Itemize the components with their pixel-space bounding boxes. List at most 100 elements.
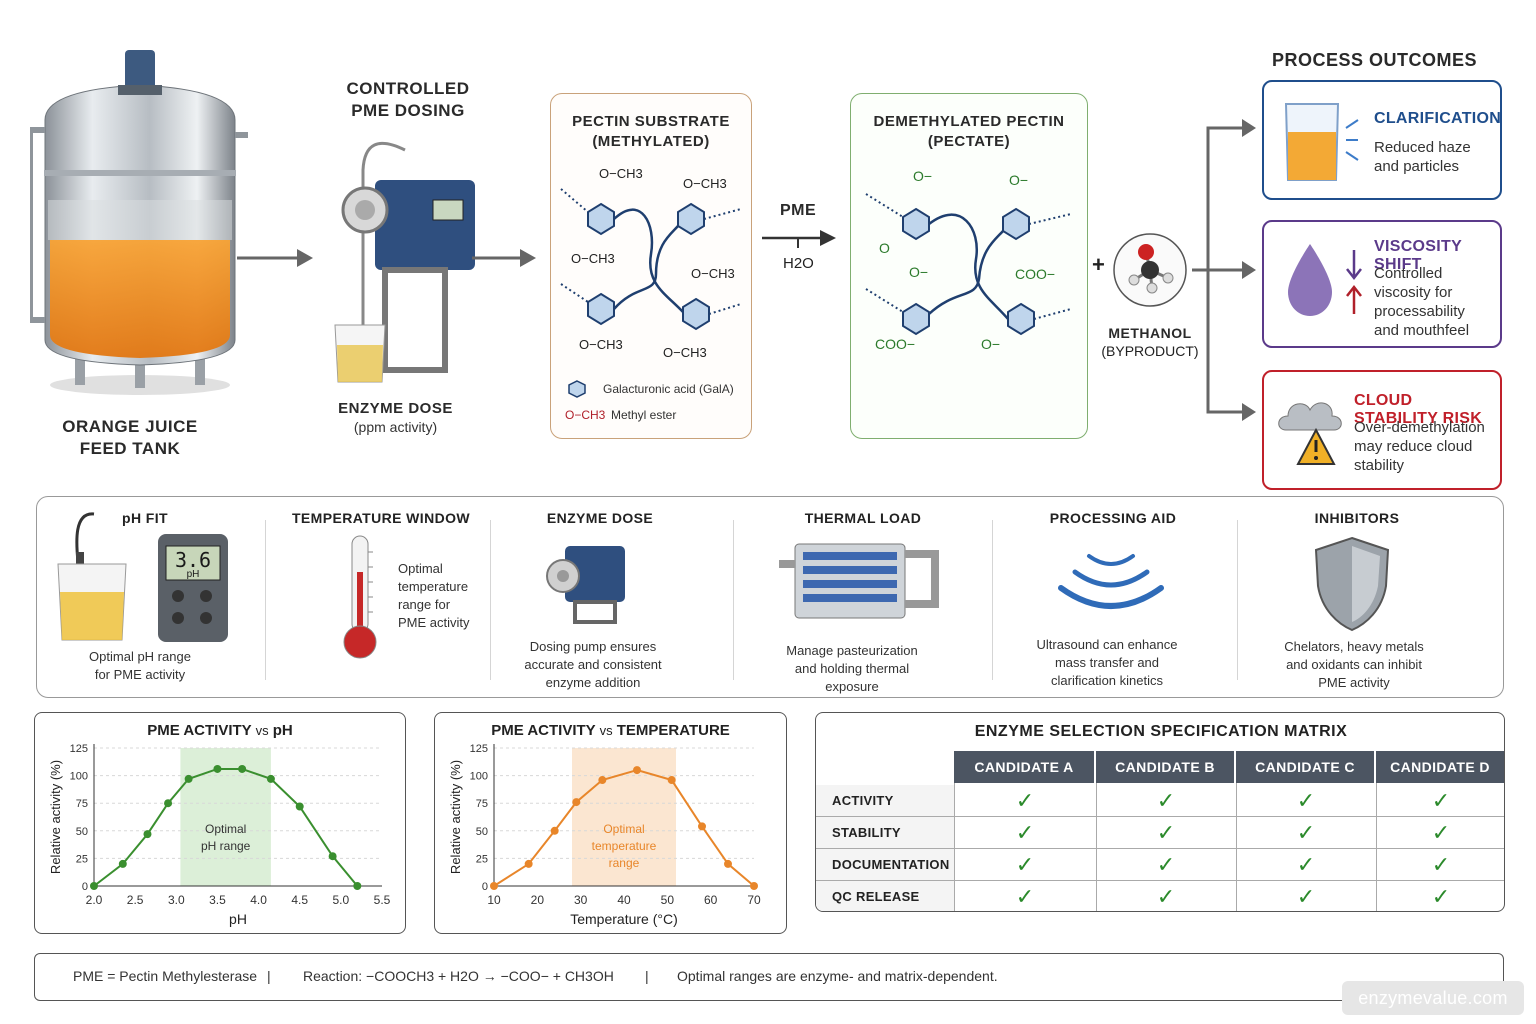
matrix-row-label: QC RELEASE — [816, 881, 954, 911]
factor-thermal-desc-line-2: and holding thermal — [794, 661, 910, 676]
o-label: O — [879, 240, 890, 256]
viscosity-desc-line-2: viscosity for — [1374, 284, 1453, 301]
demethyl-title-line-2: (PECTATE) — [927, 133, 1011, 150]
enzyme-selection-matrix: ENZYME SELECTION SPECIFICATION MATRIX CA… — [815, 712, 1505, 912]
data-point — [633, 766, 641, 775]
factor-temp-desc-line-2: temperature — [398, 579, 469, 594]
factor-divider-2 — [490, 520, 491, 680]
factor-dose-desc: Dosing pump ensures accurate and consist… — [500, 638, 686, 692]
legend-ester-symbol: O−CH3 — [565, 408, 606, 422]
matrix-check-cell: ✓ — [1156, 852, 1176, 877]
matrix-check-cell: ✓ — [1015, 884, 1035, 909]
factor-dose-title: ENZYME DOSE — [546, 510, 654, 526]
temp-chart-title: PME ACTIVITY vs TEMPERATURE — [434, 722, 787, 739]
temp-chart-title-tail: TEMPERATURE — [616, 722, 730, 739]
band-label: pH range — [201, 839, 251, 853]
matrix-column-header: CANDIDATE A — [954, 751, 1094, 783]
x-tick-label: 60 — [704, 893, 718, 907]
cloud-stability-desc-line-2: may reduce cloud — [1354, 438, 1473, 455]
band-label: Optimal — [603, 822, 644, 836]
x-tick-label: 20 — [531, 893, 545, 907]
factor-dose-desc-line-2: accurate and consistent — [524, 657, 662, 672]
dosing-pump-illustration — [334, 141, 475, 383]
matrix-column-header: CANDIDATE C — [1236, 751, 1374, 783]
matrix-row-label: ACTIVITY — [816, 785, 954, 817]
cloud-stability-title: CLOUD STABILITY RISK — [1354, 392, 1483, 427]
legend-ester: Methyl ester — [611, 408, 677, 422]
o-minus-label-3: O− — [909, 264, 929, 280]
ph-chart-title-vs: vs — [255, 723, 269, 738]
clarification-desc: Reduced haze and particles — [1374, 138, 1471, 176]
outcome-viscosity: VISCOSITY SHIFT Controlled viscosity for… — [1262, 220, 1502, 348]
matrix-row-divider — [816, 880, 1504, 881]
clarification-desc-line-1: Reduced haze — [1374, 139, 1471, 156]
data-point — [184, 774, 193, 783]
x-tick-label: 5.5 — [374, 893, 391, 907]
viscosity-title: VISCOSITY SHIFT — [1374, 238, 1462, 273]
data-point — [328, 852, 337, 861]
ph-meter-icon — [57, 512, 228, 642]
methanol-label-line-1: METHANOL — [1108, 325, 1192, 341]
cloud-stability-desc-line-1: Over-demethylation — [1354, 419, 1485, 436]
outcome-cloud-stability: CLOUD STABILITY RISK Over-demethylation … — [1262, 370, 1502, 490]
data-point — [550, 826, 559, 835]
y-tick-label: 50 — [76, 826, 88, 838]
och3-label-6: O−CH3 — [663, 345, 707, 360]
x-tick-label: 40 — [617, 893, 631, 907]
matrix-check-cell: ✓ — [1015, 852, 1035, 877]
x-tick-label: 4.0 — [250, 893, 267, 907]
x-tick-label: 5.0 — [333, 893, 350, 907]
matrix-check-cell: ✓ — [1296, 852, 1316, 877]
matrix-column-divider — [1376, 783, 1377, 911]
outcome-branch-arrows — [1192, 119, 1256, 421]
y-tick-label: 125 — [470, 743, 488, 755]
o-minus-label-4: O− — [981, 336, 1001, 352]
factor-temp-desc-line-3: range for — [398, 597, 451, 612]
och3-label-4: O−CH3 — [691, 266, 735, 281]
och3-label-5: O−CH3 — [579, 337, 623, 352]
data-point — [698, 822, 706, 831]
enzyme-dose-label: ENZYME DOSE (ppm activity) — [318, 400, 473, 435]
matrix-check-cell: ✓ — [1015, 820, 1035, 845]
matrix-column-divider — [1096, 783, 1097, 911]
matrix-column-header: CANDIDATE D — [1376, 751, 1504, 783]
factor-thermal-desc-line-3: exposure — [825, 679, 879, 694]
ph-meter-unit: pH — [186, 569, 200, 580]
demethylated-pectin-card: DEMETHYLATED PECTIN (PECTATE) O− O− O O−… — [850, 93, 1088, 439]
factor-dose-desc-line-3: enzyme addition — [545, 675, 641, 690]
factor-ph-desc: Optimal pH range for PME activity — [60, 648, 220, 684]
factor-temp-desc-line-1: Optimal — [398, 561, 443, 576]
pme-reaction-arrow — [762, 230, 836, 248]
data-point — [572, 798, 581, 807]
data-point — [295, 802, 304, 811]
data-point — [213, 764, 222, 773]
matrix-row-label: STABILITY — [816, 817, 954, 849]
y-tick-label: 25 — [76, 853, 88, 865]
matrix-check-cell: ✓ — [1156, 788, 1176, 813]
pectate-structure — [865, 193, 1072, 336]
beaker-icon — [1284, 103, 1359, 181]
matrix-check-cell: ✓ — [1431, 788, 1451, 813]
tank-label: ORANGE JUICE FEED TANK — [40, 416, 220, 460]
y-tick-label: 125 — [70, 743, 88, 755]
factors-panel — [36, 496, 1504, 698]
factor-temp-title: TEMPERATURE WINDOW — [291, 510, 471, 526]
optimal-band — [180, 748, 271, 886]
coo-minus-label-2: COO− — [875, 336, 916, 352]
factor-ph-title: pH FIT — [122, 510, 168, 526]
data-point — [238, 764, 247, 773]
footer-reaction: Reaction: −COOCH3 + H2O → −COO− + CH3OH — [303, 968, 614, 984]
flow-arrow-1 — [237, 249, 313, 267]
data-point — [490, 882, 498, 890]
y-tick-label: 75 — [76, 798, 88, 810]
y-tick-label: 50 — [476, 826, 488, 838]
pectin-substrate-card: PECTIN SUBSTRATE (METHYLATED) O−CH3 O−CH… — [550, 93, 752, 439]
data-point — [164, 799, 173, 808]
dosing-pump-icon — [546, 546, 625, 624]
methanol-label: METHANOL (BYPRODUCT) — [1098, 324, 1202, 360]
band-label: range — [609, 856, 640, 870]
data-point — [266, 774, 275, 783]
factor-thermal-desc: Manage pasteurization and holding therma… — [768, 642, 936, 696]
data-point — [598, 776, 607, 785]
